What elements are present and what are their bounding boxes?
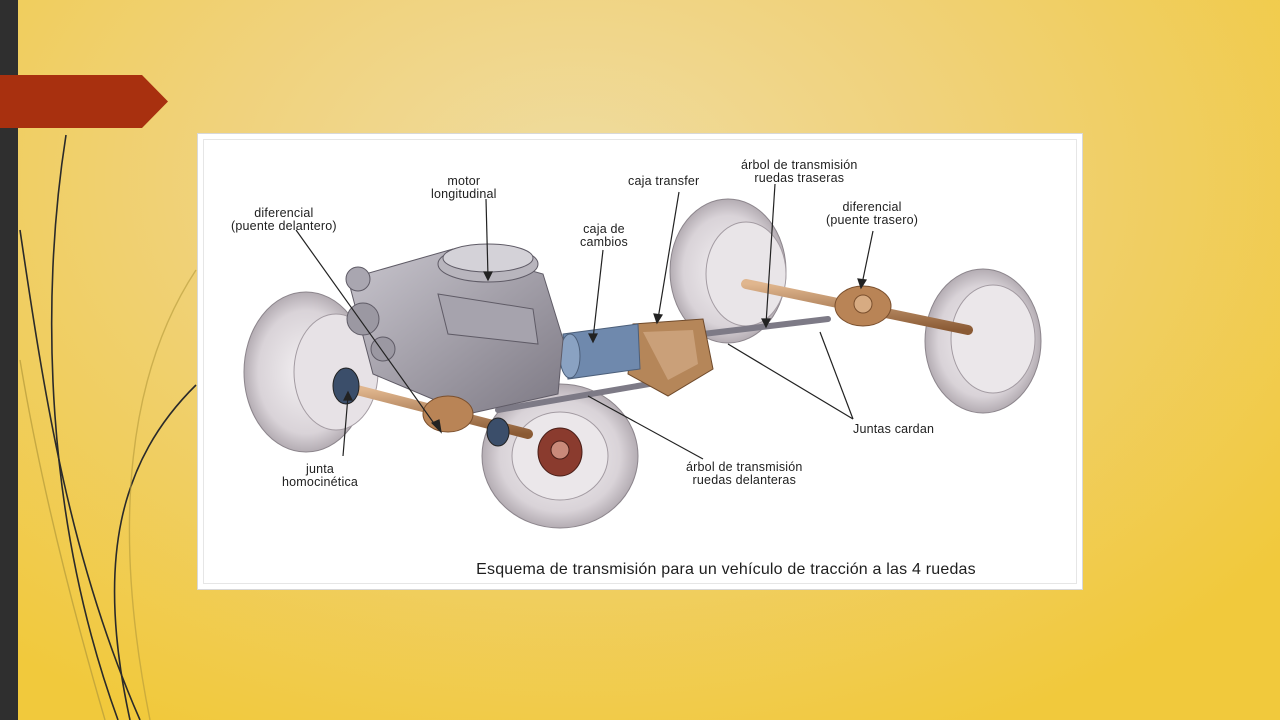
- front-left-wheel: [243, 291, 379, 453]
- diagram-caption: Esquema de transmisión para un vehículo …: [476, 561, 976, 578]
- decorative-swoosh-lines: [19, 134, 197, 720]
- gearbox: [559, 323, 641, 380]
- rear-axle: [741, 279, 973, 335]
- rear-right-wheel: [924, 268, 1042, 414]
- slide-accent-tag: [0, 75, 168, 128]
- drivetrain-illustration: [243, 183, 1042, 529]
- label-diferencial-trasero: diferencial(puente trasero): [826, 200, 919, 227]
- diagram-frame: [203, 139, 1077, 584]
- label-caja-transfer: caja transfer: [628, 174, 700, 188]
- transfer-case: [627, 318, 714, 397]
- left-accent-bar: [0, 0, 18, 720]
- engine: [345, 243, 564, 415]
- label-diferencial-delantero: diferencial(puente delantero): [231, 206, 337, 233]
- label-juntas-cardan: Juntas cardan: [853, 422, 935, 436]
- leader-lines: [295, 183, 874, 460]
